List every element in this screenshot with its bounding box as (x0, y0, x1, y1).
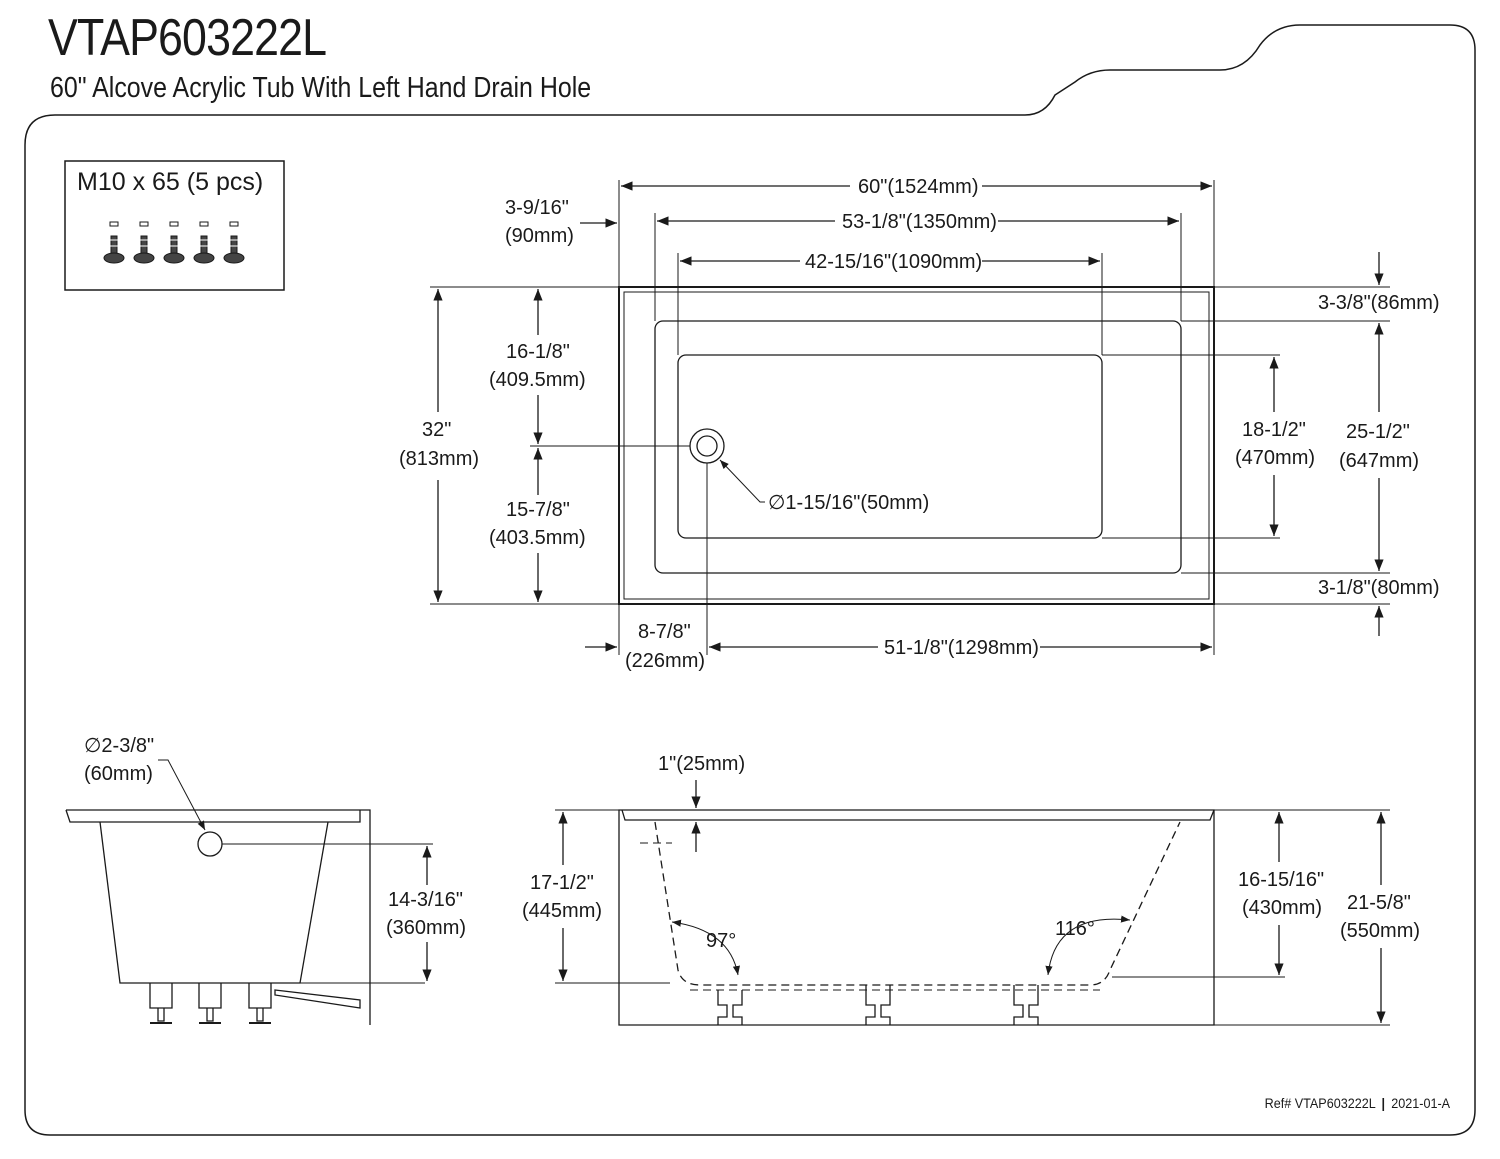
dim-drain-upper-in: 16-1/8" (506, 341, 570, 363)
drain-inner (696, 435, 718, 457)
dim-inner-width-in: 25-1/2" (1346, 421, 1410, 443)
leveling-feet-icon (103, 221, 245, 264)
dim-inner-width-mm: (647mm) (1339, 450, 1419, 472)
dim-overflow-height-mm: (360mm) (386, 917, 466, 939)
reference-footer: Ref# VTAP603222L | 2021-01-A (1265, 1095, 1450, 1111)
dim-total-height-in: 21-5/8" (1347, 892, 1411, 914)
dim-offset-in: 3-9/16" (505, 197, 569, 219)
side-view-labels: ∅2-3/8" (60mm) 14-3/16" (360mm) (84, 735, 466, 939)
dim-angle-right: 116° (1055, 918, 1095, 940)
dim-overall-length: 60"(1524mm) (858, 176, 978, 198)
dim-drain-to-end: 51-1/8"(1298mm) (884, 637, 1039, 659)
dim-drain-lower-mm: (403.5mm) (489, 527, 586, 549)
dim-drain-offset-mm: (226mm) (625, 650, 705, 672)
dim-drain-lower-in: 15-7/8" (506, 499, 570, 521)
ref-number: Ref# VTAP603222L (1264, 1095, 1376, 1111)
top-view-labels: 60"(1524mm) 53-1/8"(1350mm) 42-15/16"(10… (399, 176, 1440, 672)
dim-rim-top: 3-3/8"(86mm) (1318, 292, 1440, 314)
overflow-hole (197, 831, 223, 857)
dim-total-height-mm: (550mm) (1340, 920, 1420, 942)
dim-rim-thickness: 1"(25mm) (658, 753, 745, 775)
hardware-box: M10 x 65 (5 pcs) (64, 160, 285, 291)
dim-floor-width-mm: (470mm) (1235, 447, 1315, 469)
dim-overflow-diameter-in: ∅2-3/8" (84, 735, 154, 757)
page-frame (24, 24, 1476, 1136)
dim-inner-depth-in: 17-1/2" (530, 872, 594, 894)
dim-water-depth-in: 16-15/16" (1238, 869, 1324, 891)
side-view (65, 759, 433, 1025)
dim-floor-length: 42-15/16"(1090mm) (805, 251, 982, 273)
dim-overflow-height-in: 14-3/16" (388, 889, 463, 911)
model-title: VTAP603222L (48, 9, 327, 67)
ref-revision: 2021-01-A (1391, 1095, 1450, 1111)
dim-offset-mm: (90mm) (505, 225, 574, 247)
dim-inner-length: 53-1/8"(1350mm) (842, 211, 997, 233)
model-subtitle: 60" Alcove Acrylic Tub With Left Hand Dr… (50, 72, 592, 104)
dim-drain-upper-mm: (409.5mm) (489, 369, 586, 391)
dim-angle-left: 97° (706, 930, 736, 952)
dim-water-depth-mm: (430mm) (1242, 897, 1322, 919)
dim-depth-in: 32" (422, 419, 451, 441)
ref-separator: | (1381, 1095, 1385, 1111)
dim-drain-offset-in: 8-7/8" (638, 621, 691, 643)
front-view-labels: 1"(25mm) 17-1/2" (445mm) 97° 116° 16-15/… (522, 753, 1420, 952)
dim-floor-width-in: 18-1/2" (1242, 419, 1306, 441)
front-view (555, 780, 1390, 1026)
dim-inner-depth-mm: (445mm) (522, 900, 602, 922)
hardware-label: M10 x 65 (5 pcs) (77, 168, 263, 196)
dim-rim-bottom: 3-1/8"(80mm) (1318, 577, 1440, 599)
dim-depth-mm: (813mm) (399, 448, 479, 470)
dim-overflow-diameter-mm: (60mm) (84, 763, 153, 785)
drain-outer (689, 428, 725, 464)
top-view (430, 180, 1390, 655)
dim-drain-diameter: ∅1-15/16"(50mm) (768, 492, 929, 514)
